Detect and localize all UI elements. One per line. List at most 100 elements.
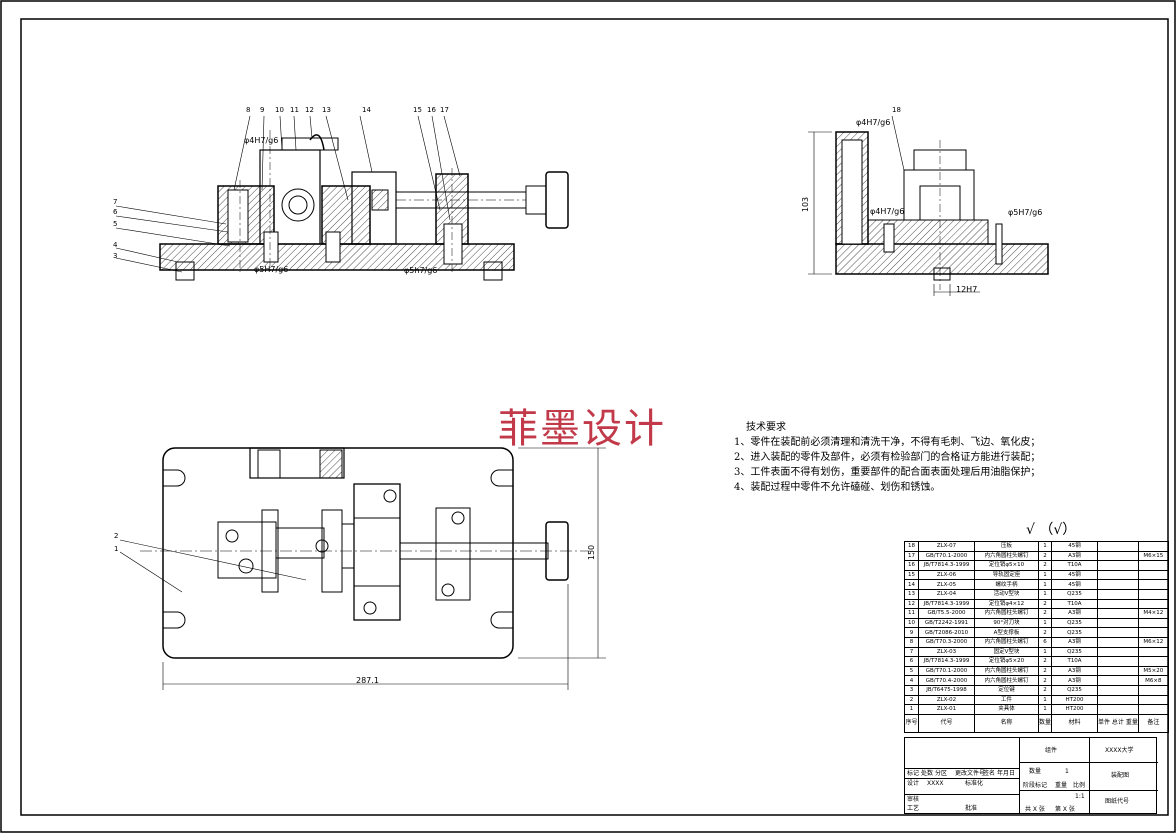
bom-cell-name: 定位销φ4×12 [974,598,1039,610]
bom-cell-qty: 2 [1037,598,1053,610]
bom-cell-material: 45钢 [1051,579,1099,590]
bom-cell-name: 工件 [974,694,1039,706]
callout-2: 2 [114,532,119,540]
bom-cell-name: 内六角圆柱头螺钉 [974,550,1039,562]
bom-cell-qty: 6 [1037,636,1053,648]
callout-15: 15 [413,106,422,114]
bom-cell-qty: 2 [1037,608,1053,619]
bom-cell-seq: 1 [904,704,919,715]
tb-sheet-no: 图纸代号 [1105,798,1130,805]
callout-14: 14 [362,106,371,114]
title-block: 组件 XXXX大学 数量 1 装配图 阶段标记 重量 比例 1:1 图纸代号 共… [904,737,1158,814]
callout-16: 16 [427,106,436,114]
callout-5: 5 [113,220,118,228]
bom-cell-name: 导轨固定座 [974,569,1039,581]
callout-18: 18 [892,106,901,114]
bom-cell-name: 内六角圆柱头螺钉 [974,675,1039,686]
bom-cell-qty: 2 [1037,627,1053,638]
bom-cell-name: 内六角圆柱头螺钉 [974,636,1039,648]
bom-cell-weight [1097,646,1139,658]
bom-cell-weight [1097,560,1139,571]
tb-zone: 分区 [935,770,948,777]
tb-date: 年月日 [997,770,1016,777]
tech-item-2: 2、进入装配的零件及部件，必须有检验部门的合格证方能进行装配； [734,452,1041,463]
bom-cell-weight [1097,694,1139,706]
bom-cell-remark [1137,684,1169,696]
tb-process: 工艺 [907,805,920,812]
bom-cell-seq: 16 [904,560,919,571]
fit-label-bottom-right: φ5h7/g6 [404,266,438,275]
bom-cell-code: JB/T7814.3-1999 [918,560,975,571]
bom-cell-seq: 2 [904,694,919,706]
bom-cell-code: ZLX-03 [918,646,975,658]
bom-cell-material: Q235 [1051,588,1099,600]
tb-mark: 标记 [907,770,920,777]
callout-9: 9 [260,106,265,114]
side-view [808,115,1049,296]
bom-cell-seq: 4 [904,675,919,686]
front-view [159,130,569,281]
bom-cell-seq: 12 [904,598,919,610]
bom-cell-code: JB/T7814.3-1999 [918,656,975,667]
bom-cell-qty: 1 [1037,569,1053,581]
bom-cell-weight [1097,608,1139,619]
bom-cell-remark [1137,656,1169,667]
tb-approve: 批准 [965,805,978,812]
bom-cell-material: HT200 [1051,704,1099,715]
bom-cell-remark [1137,598,1169,610]
side-fit-top: φ4H7/g6 [856,118,891,127]
tech-title: 技术要求 [746,422,786,433]
bom-cell-weight [1097,569,1139,581]
bom-cell-weight [1097,684,1139,696]
bom-cell-remark: M6×8 [1137,675,1169,686]
bom-cell-name: 夹具体 [974,704,1039,715]
bom-cell-material: 45钢 [1051,569,1099,581]
tb-stage-label: 阶段标记 [1023,782,1048,789]
bom-cell-seq: 10 [904,617,919,629]
bom-cell-remark: M6×15 [1137,550,1169,562]
callout-10: 10 [275,106,284,114]
watermark: 菲墨设计 [498,406,666,452]
tb-qty-label: 数量 [1029,768,1042,775]
bom-cell-qty: 2 [1037,684,1053,696]
tech-item-4: 4、装配过程中零件不允许磕碰、划伤和锈蚀。 [734,482,941,493]
bom-cell-weight [1097,598,1139,610]
bom-cell-remark [1137,704,1169,715]
bom-cell-code: GB/T2242-1991 [918,617,975,629]
bom-cell-qty: 1 [1037,541,1053,552]
tb-review: 审核 [907,796,920,803]
bom-cell-qty: 1 [1037,704,1053,715]
bom-cell-code: ZLX-07 [918,541,975,552]
callout-12: 12 [305,106,314,114]
callout-11: 11 [290,106,299,114]
bom-cell-material: HT200 [1051,694,1099,706]
tb-sheet-count: 共 X 张 [1025,806,1045,813]
technical-requirements: 技术要求 1、零件在装配前必须清理和清洗干净，不得有毛刺、飞边、氧化皮； 2、进… [734,420,1040,495]
bom-cell-remark [1137,588,1169,600]
tb-weight-label: 重量 [1055,782,1068,789]
bom-cell-name: 固定V型块 [974,646,1039,658]
bom-cell-seq: 14 [904,579,919,590]
bom-cell-weight [1097,550,1139,562]
fit-label-bottom-left: φ5H7/g6 [254,265,289,274]
plan-view [119,447,606,690]
side-fit-mid: φ4H7/g6 [870,207,905,216]
bom-cell-seq: 7 [904,646,919,658]
plan-height-dim: 150 [587,544,597,561]
bom-cell-name: 定位键 [974,684,1039,696]
bom-cell-name: 螺纹手柄 [974,579,1039,590]
bom-cell-weight [1097,675,1139,686]
bom-cell-remark [1137,694,1169,706]
